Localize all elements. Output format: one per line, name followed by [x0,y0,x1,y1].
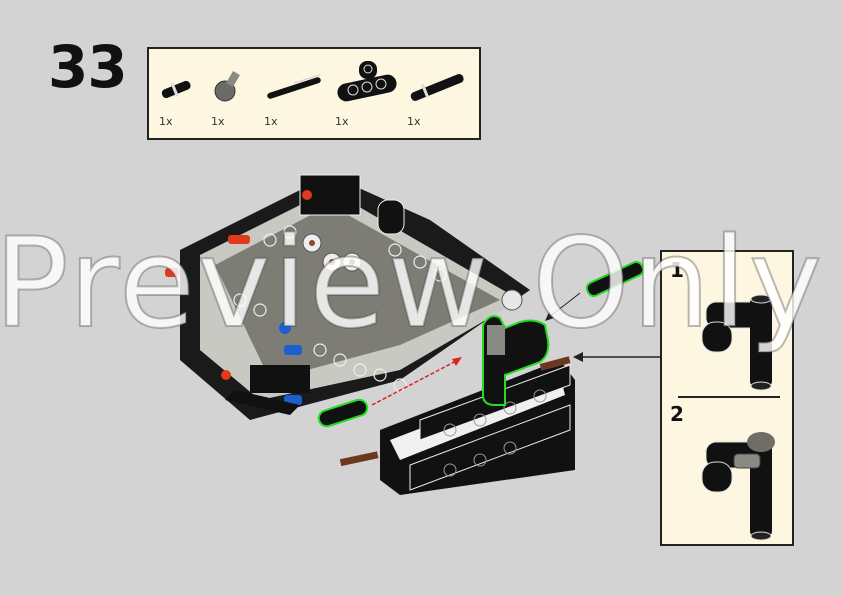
long-pin-icon [410,74,464,101]
gray-connector-icon [214,70,240,102]
liftarm-icon [337,61,397,102]
sub-assembly-callout: 1 2 [660,250,794,546]
black-pin-icon [161,80,191,99]
highlighted-pin [317,398,369,428]
sub-step-number: 1 [670,258,684,282]
step-number: 33 [48,33,128,101]
sub-step-1-illustration [701,294,772,391]
sub-step-divider [678,396,780,398]
sub-step-number: 2 [670,402,684,426]
sub-step-2-illustration [701,432,775,541]
parts-list-panel: 1x 1x 1x 1x 1x [147,47,481,140]
axle-pin-icon [267,74,321,99]
